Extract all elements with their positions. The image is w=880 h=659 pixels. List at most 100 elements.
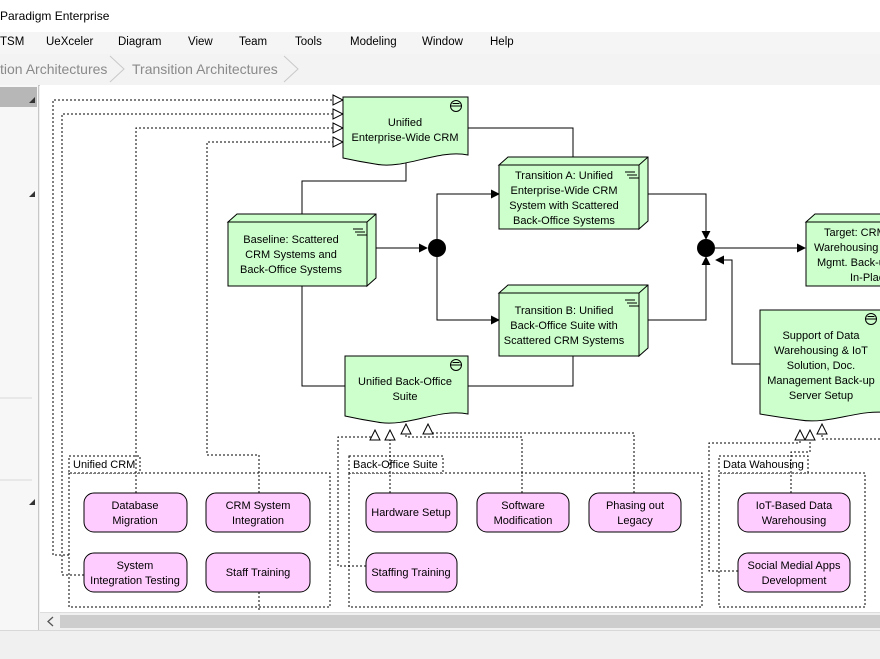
horizontal-scrollbar[interactable] — [40, 612, 880, 630]
node-label: Social Medial Apps — [748, 560, 841, 572]
deliverable-data-warehousing[interactable]: Support of Data Warehousing & IoT Soluti… — [759, 309, 880, 422]
node-label: CRM System — [226, 500, 291, 512]
menu-help[interactable]: Help — [490, 36, 514, 48]
node-label: Migration — [112, 515, 157, 527]
realization-lines-back-office — [337, 424, 635, 567]
node-label: Suite — [392, 391, 417, 403]
menu-bar: TSM UeXceler Diagram View Team Tools Mod… — [0, 32, 880, 55]
node-label: Target: CRM — [824, 227, 880, 239]
plateau-icon — [625, 171, 639, 179]
node-label: Solution, Doc. — [787, 360, 855, 372]
node-label: Scattered CRM Systems — [504, 335, 625, 347]
plateau-icon — [353, 228, 367, 236]
work-package-staff-training[interactable]: Staff Training — [205, 552, 311, 593]
group-label: Back-Office Suite — [353, 459, 438, 471]
deliverable-icon — [450, 100, 462, 112]
node-label: Warehousing & IoT — [774, 345, 868, 357]
deliverable-icon — [865, 313, 877, 325]
node-label: IoT-Based Data — [756, 500, 833, 512]
work-package-crm-system-integration[interactable]: CRM System Integration — [205, 492, 311, 533]
expand-icon — [29, 191, 35, 197]
realization-lines-data — [708, 424, 880, 572]
breadcrumb-item-parent[interactable]: tion Architectures — [0, 54, 115, 82]
node-label: Integration Testing — [90, 575, 180, 587]
plateau-transition-a[interactable]: Transition A: Unified Enterprise-Wide CR… — [497, 156, 649, 231]
diagram-canvas[interactable]: Unified CRM Back-Office Suite Data Wahou… — [40, 85, 880, 612]
breadcrumb-arrows — [109, 55, 299, 83]
node-label: Server Setup — [789, 390, 853, 402]
menu-uexceler[interactable]: UeXceler — [46, 36, 94, 48]
junction[interactable] — [697, 239, 715, 257]
node-label: Back-Office Systems — [240, 264, 342, 276]
title-bar: Paradigm Enterprise — [0, 0, 880, 33]
panel-header-selected[interactable] — [0, 87, 37, 107]
node-label: In-Plac — [850, 272, 880, 284]
node-label: CRM Systems and — [245, 249, 337, 261]
node-label: Database — [111, 500, 158, 512]
diagram-svg: Unified CRM Back-Office Suite Data Wahou… — [52, 85, 880, 612]
node-label: Back-Office Systems — [513, 215, 615, 227]
node-label: Integration — [232, 515, 284, 527]
scrollbar-thumb[interactable] — [60, 615, 880, 628]
menu-tools[interactable]: Tools — [295, 36, 322, 48]
menu-tsm[interactable]: TSM — [0, 36, 25, 48]
menu-team[interactable]: Team — [239, 36, 268, 48]
group-unified-crm[interactable]: Unified CRM — [68, 455, 331, 608]
menu-modeling[interactable]: Modeling — [350, 36, 397, 48]
node-label: Hardware Setup — [371, 507, 451, 519]
node-label: Mgmt. Back-u — [817, 257, 880, 269]
work-package-database-migration[interactable]: Database Migration — [83, 492, 188, 533]
group-data-warehousing[interactable]: Data Wahousing — [718, 455, 866, 608]
node-label: Modification — [494, 515, 553, 527]
work-package-phasing-out-legacy[interactable]: Phasing out Legacy — [588, 492, 682, 533]
node-label: Development — [762, 575, 827, 587]
deliverable-unified-crm[interactable]: Unified Enterprise-Wide CRM — [342, 96, 469, 166]
group-back-office-suite[interactable]: Back-Office Suite — [348, 455, 703, 608]
node-label: Unified Back-Office — [358, 376, 452, 388]
node-label: Back-Office Suite with — [510, 320, 617, 332]
work-package-staffing-training[interactable]: Staffing Training — [365, 552, 458, 593]
realization-lines-crm — [52, 100, 343, 576]
work-package-iot-data-warehousing[interactable]: IoT-Based Data Warehousing — [737, 492, 851, 533]
status-bar — [0, 630, 880, 659]
node-label: System — [117, 560, 154, 572]
node-label: Legacy — [617, 515, 653, 527]
expand-icon — [29, 499, 35, 505]
node-label: Transition A: Unified — [515, 170, 613, 182]
scroll-left-icon[interactable] — [40, 613, 60, 630]
deliverable-unified-back-office[interactable]: Unified Back-Office Suite — [344, 355, 469, 424]
group-label: Unified CRM — [73, 459, 135, 471]
node-label: Enterprise-Wide CRM — [352, 132, 459, 144]
menu-view[interactable]: View — [188, 36, 213, 48]
breadcrumb-label: tion Architectures — [0, 61, 108, 77]
node-label: Staff Training — [226, 567, 291, 579]
node-label: Transition B: Unified — [515, 305, 614, 317]
window-title: Paradigm Enterprise — [0, 9, 110, 23]
group-label: Data Wahousing — [723, 459, 804, 471]
node-label: Staffing Training — [371, 567, 450, 579]
plateau-baseline[interactable]: Baseline: Scattered CRM Systems and Back… — [226, 213, 377, 288]
breadcrumb: tion Architectures Transition Architectu… — [0, 54, 880, 86]
plateau-transition-b[interactable]: Transition B: Unified Back-Office Suite … — [497, 284, 649, 358]
node-label: Warehousing — [762, 515, 826, 527]
work-package-software-modification[interactable]: Software Modification — [476, 492, 570, 533]
node-label: Phasing out — [606, 500, 664, 512]
node-label: Management Back-up — [767, 375, 875, 387]
node-label: Unified — [388, 117, 422, 129]
plateau-target[interactable]: Target: CRM Warehousing Mgmt. Back-u In-… — [804, 213, 880, 287]
node-label: Baseline: Scattered — [243, 234, 338, 246]
work-package-system-integration-testing[interactable]: System Integration Testing — [83, 552, 188, 593]
node-label: Warehousing — [814, 242, 878, 254]
work-package-social-media-apps[interactable]: Social Medial Apps Development — [737, 552, 851, 593]
left-panel — [0, 85, 39, 632]
menu-diagram[interactable]: Diagram — [118, 36, 162, 48]
deliverable-icon — [450, 359, 462, 371]
panel-markers — [0, 97, 35, 505]
work-package-hardware-setup[interactable]: Hardware Setup — [365, 492, 458, 533]
menu-window[interactable]: Window — [422, 36, 463, 48]
node-label: Software — [501, 500, 544, 512]
breadcrumb-item-current[interactable]: Transition Architectures — [130, 54, 290, 82]
junction[interactable] — [428, 239, 446, 257]
breadcrumb-label: Transition Architectures — [132, 61, 278, 77]
plateau-icon — [625, 299, 639, 307]
